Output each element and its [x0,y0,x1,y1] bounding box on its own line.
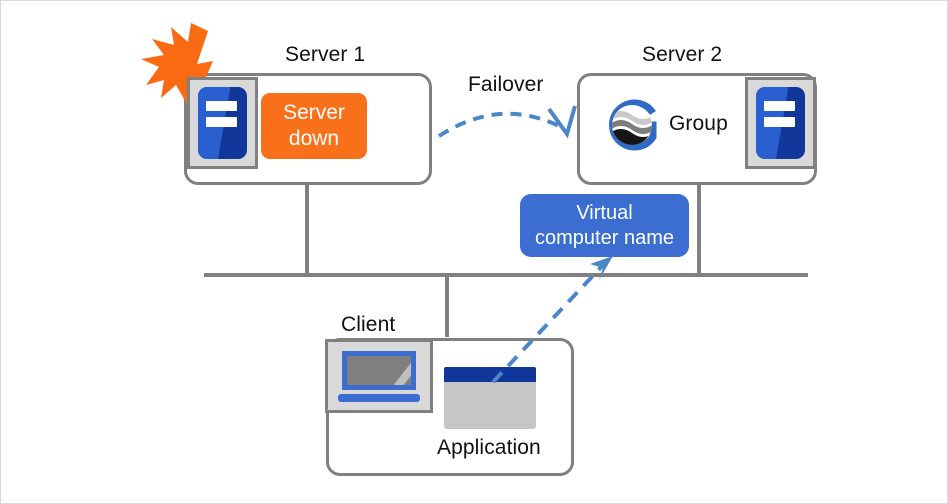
virtual-computer-name-chip: Virtual computer name [520,194,689,257]
server1-drop-line [305,183,309,275]
application-window-icon [444,367,536,429]
server2-device-icon [745,77,816,169]
laptop-screen [342,350,416,391]
server-slot-bar [764,101,795,111]
server1-title: Server 1 [285,43,366,66]
app-title-bar [444,367,536,382]
server2-drop-line [697,183,701,275]
vname-line1: Virtual [576,201,633,224]
server-slot-bar [206,117,237,127]
server-down-line2: down [288,127,340,150]
client-title: Client [341,313,396,336]
failover-label: Failover [468,73,544,96]
application-label: Application [437,436,541,459]
group-globe-icon [609,99,657,151]
server-down-line1: Server [283,101,345,124]
server2-title: Server 2 [642,43,723,66]
server-slot-bar [206,101,237,111]
server-chassis [755,86,806,160]
laptop-base [338,394,420,402]
vname-line2: computer name [535,226,674,249]
network-bus-line [204,273,808,277]
laptop-icon [325,339,433,413]
server-slot-bar [764,117,795,127]
client-riser-line [445,275,449,337]
app-content-pane [444,381,536,429]
server-down-chip: Server down [261,93,367,159]
server1-device-icon [187,77,258,169]
server-chassis [197,86,248,160]
group-label: Group [669,112,728,135]
